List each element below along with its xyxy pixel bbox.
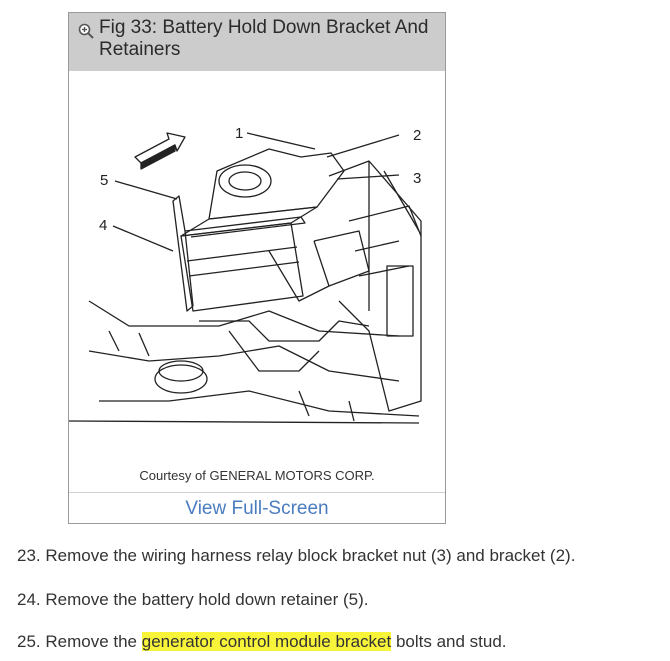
step-23: 23. Remove the wiring harness relay bloc… xyxy=(17,546,576,565)
callout-5: 5 xyxy=(100,172,108,189)
view-full-screen-link[interactable]: View Full-Screen xyxy=(185,498,329,519)
step-25-suffix: bolts and stud. xyxy=(391,632,507,651)
forward-arrow-icon xyxy=(134,132,186,170)
figure-card: Fig 33: Battery Hold Down Bracket And Re… xyxy=(68,12,446,524)
figure-title: Fig 33: Battery Hold Down Bracket And Re… xyxy=(99,17,429,60)
figure-courtesy: Courtesy of GENERAL MOTORS CORP. xyxy=(139,468,375,483)
callout-1: 1 xyxy=(235,125,243,142)
step-25-prefix: 25. Remove the xyxy=(17,632,142,651)
callout-3: 3 xyxy=(413,170,421,187)
divider xyxy=(69,492,445,493)
highlighted-term: generator control module bracket xyxy=(141,632,392,651)
step-24: 24. Remove the battery hold down retaine… xyxy=(17,590,369,609)
battery-bracket-diagram: 1 2 3 4 5 xyxy=(69,125,422,424)
step-25: 25. Remove the generator control module … xyxy=(17,632,507,652)
figure-header: Fig 33: Battery Hold Down Bracket And Re… xyxy=(69,13,445,71)
callout-4: 4 xyxy=(99,217,107,234)
callout-2: 2 xyxy=(413,127,421,144)
zoom-in-icon[interactable] xyxy=(78,23,94,39)
